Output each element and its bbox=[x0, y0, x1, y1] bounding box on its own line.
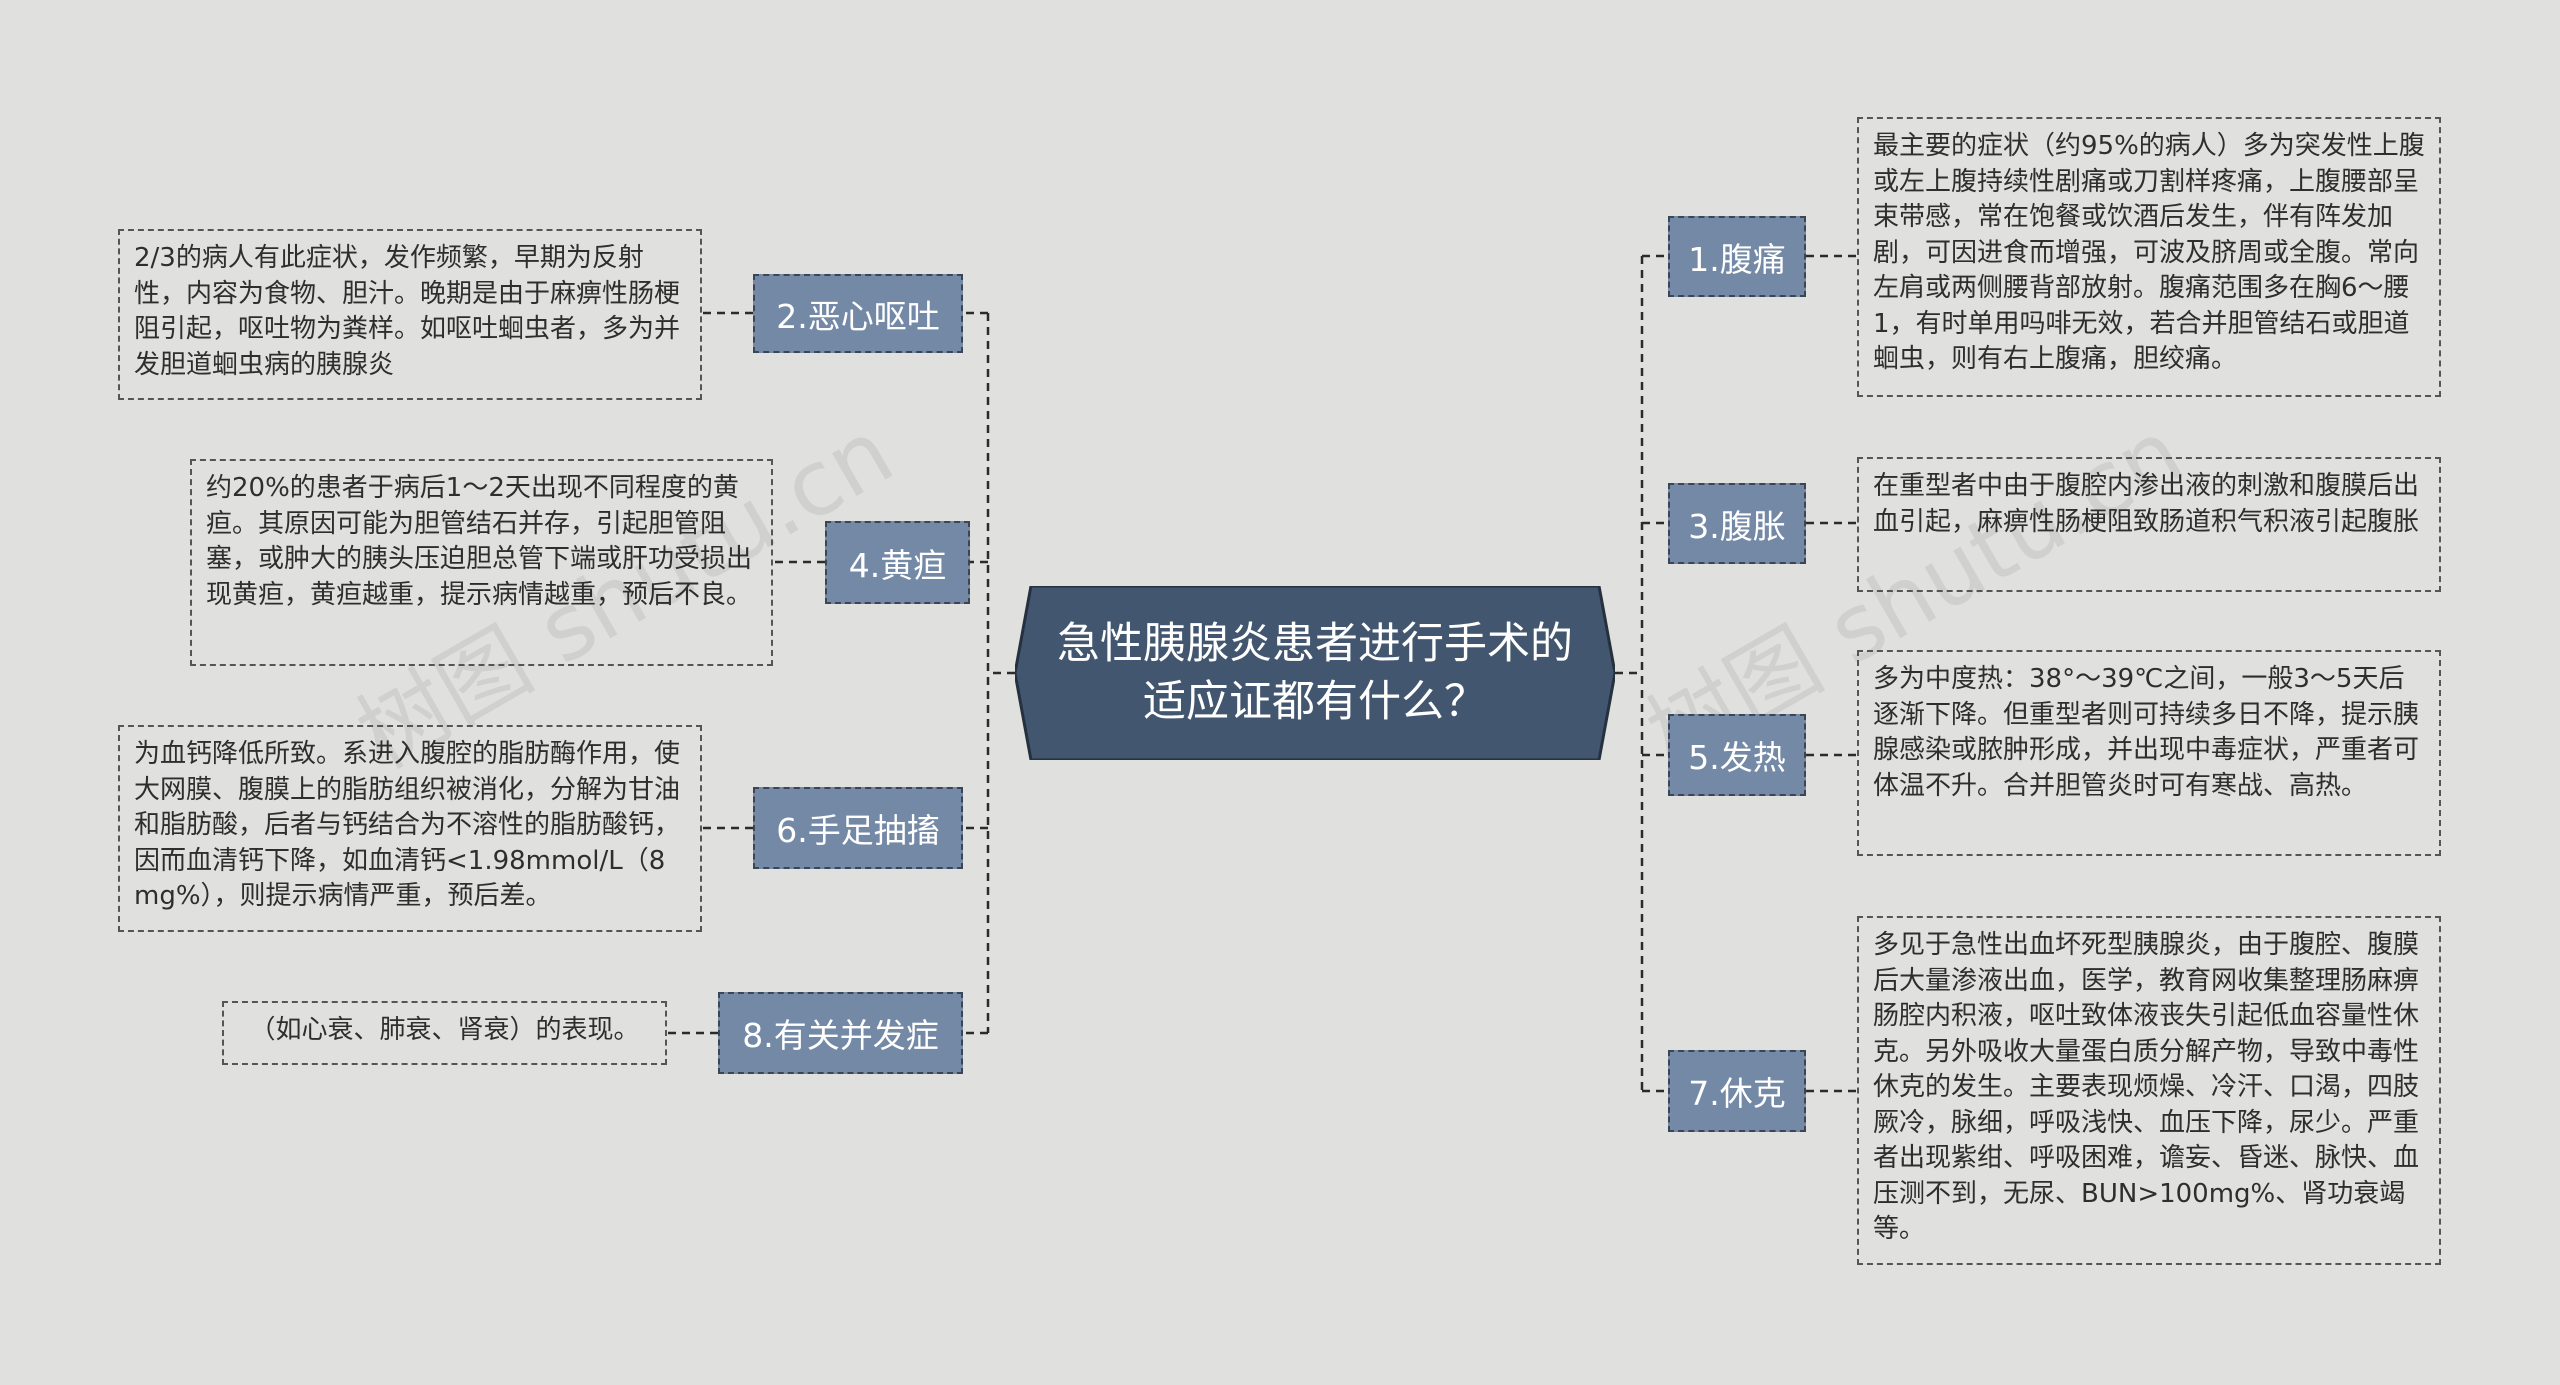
central-topic-shape bbox=[1015, 586, 1615, 760]
central-topic-title: 急性胰腺炎患者进行手术的适应证都有什么？ bbox=[1057, 619, 1573, 727]
connector-right-trunk bbox=[1615, 256, 1644, 1091]
central-topic[interactable]: 急性胰腺炎患者进行手术的适应证都有什么？ bbox=[1015, 586, 1615, 760]
note-tetany: 为血钙降低所致。系进入腹腔的脂肪酶作用，使大网膜、腹膜上的脂肪组织被消化，分解为… bbox=[118, 725, 702, 932]
branch-tetany[interactable]: 6.手足抽搐 bbox=[753, 787, 963, 869]
note-complications: （如心衰、肺衰、肾衰）的表现。 bbox=[222, 1001, 667, 1065]
note-jaundice: 约20%的患者于病后1～2天出现不同程度的黄疸。其原因可能为胆管结石并存，引起胆… bbox=[190, 459, 773, 666]
branch-fever[interactable]: 5.发热 bbox=[1668, 714, 1806, 796]
branch-bloating[interactable]: 3.腹胀 bbox=[1668, 483, 1806, 564]
connector-left-trunk bbox=[986, 313, 1015, 1033]
branch-abdominal-pain[interactable]: 1.腹痛 bbox=[1668, 216, 1806, 297]
note-bloating: 在重型者中由于腹腔内渗出液的刺激和腹膜后出血引起，麻痹性肠梗阻致肠道积气积液引起… bbox=[1857, 457, 2441, 592]
note-nausea-vomiting: 2/3的病人有此症状，发作频繁，早期为反射性，内容为食物、胆汁。晚期是由于麻痹性… bbox=[118, 229, 702, 400]
branch-nausea-vomiting[interactable]: 2.恶心呕吐 bbox=[753, 274, 963, 353]
branch-complications[interactable]: 8.有关并发症 bbox=[718, 992, 963, 1074]
note-shock: 多见于急性出血坏死型胰腺炎，由于腹腔、腹膜后大量渗液出血，医学，教育网收集整理肠… bbox=[1857, 916, 2441, 1265]
note-fever: 多为中度热：38°～39℃之间，一般3～5天后逐渐下降。但重型者则可持续多日不降… bbox=[1857, 650, 2441, 856]
branch-shock[interactable]: 7.休克 bbox=[1668, 1050, 1806, 1132]
branch-jaundice[interactable]: 4.黄疸 bbox=[825, 521, 970, 604]
note-abdominal-pain: 最主要的症状（约95%的病人）多为突发性上腹或左上腹持续性剧痛或刀割样疼痛，上腹… bbox=[1857, 117, 2441, 397]
